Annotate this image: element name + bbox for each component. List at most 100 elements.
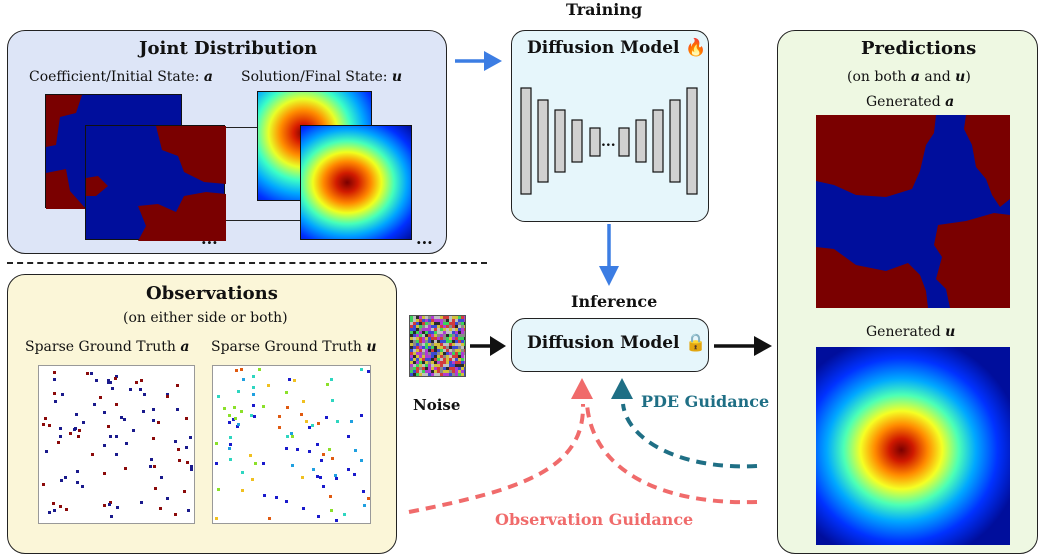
- sparse-u-dot: [237, 390, 240, 393]
- noise-pixel: [458, 370, 461, 373]
- noise-pixel: [452, 346, 455, 349]
- sparse-u-dot: [325, 416, 328, 419]
- noise-pixel: [464, 367, 465, 370]
- section-divider: [7, 262, 487, 264]
- noise-pixel: [434, 367, 437, 370]
- connector-line: [182, 127, 302, 128]
- sparse-a-dot: [157, 421, 160, 424]
- sparse-a-dot: [103, 411, 106, 414]
- noise-pixel: [461, 331, 464, 334]
- observation-guidance-curve-right: [585, 403, 758, 505]
- noise-pixel: [419, 349, 422, 352]
- noise-pixel: [413, 322, 416, 325]
- noise-pixel: [461, 328, 464, 331]
- sparse-u-dot: [228, 414, 231, 417]
- coefficient-field-back-pattern: [46, 95, 86, 209]
- noise-pixel: [428, 331, 431, 334]
- noise-pixel: [452, 352, 455, 355]
- generated-a-field: [816, 115, 1010, 308]
- noise-pixel: [461, 349, 464, 352]
- noise-pixel: [455, 361, 458, 364]
- sparse-u-dot: [291, 435, 294, 438]
- noise-pixel: [416, 364, 419, 367]
- sparse-a-dot: [125, 442, 128, 445]
- noise-pixel: [425, 328, 428, 331]
- noise-pixel: [443, 352, 446, 355]
- noise-pixel: [440, 346, 443, 349]
- noise-pixel: [461, 355, 464, 358]
- noise-pixel: [440, 328, 443, 331]
- sparse-u-dot: [215, 517, 218, 520]
- sparse-a-dot: [95, 379, 98, 382]
- noise-pixel: [425, 346, 428, 349]
- pde-guidance-head: [611, 378, 633, 399]
- noise-pixel: [449, 373, 452, 376]
- noise-pixel: [413, 364, 416, 367]
- noise-pixel: [416, 370, 419, 373]
- sparse-a-dot: [176, 408, 179, 411]
- noise-pixel: [434, 322, 437, 325]
- sparse-u-dot: [229, 443, 232, 446]
- pde-guidance-label: PDE Guidance: [641, 392, 770, 411]
- noise-pixel: [458, 319, 461, 322]
- noise-pixel: [446, 337, 449, 340]
- sparse-a-dot: [142, 410, 145, 413]
- sparse-a-dot: [123, 418, 126, 421]
- noise-pixel: [443, 367, 446, 370]
- noise-pixel: [428, 352, 431, 355]
- noise-pixel: [416, 316, 419, 319]
- sparse-u-dot: [354, 449, 357, 452]
- sparse-a-dot: [152, 419, 155, 422]
- noise-pixel: [437, 322, 440, 325]
- noise-pixel: [428, 337, 431, 340]
- sparse-u-dot: [262, 405, 265, 408]
- sparse-a-dot: [120, 416, 123, 419]
- noise-pixel: [455, 355, 458, 358]
- sparse-a-dot: [81, 485, 84, 488]
- noise-pixel: [437, 349, 440, 352]
- sparse-u-dot: [336, 420, 339, 423]
- noise-pixel: [446, 325, 449, 328]
- noise-pixel: [446, 328, 449, 331]
- sparse-a-dot: [185, 446, 188, 449]
- noise-pixel: [416, 331, 419, 334]
- sparse-a-dot: [115, 375, 118, 378]
- noise-pixel: [455, 325, 458, 328]
- noise-pixel: [443, 328, 446, 331]
- noise-pixel: [428, 322, 431, 325]
- sparse-u-dot: [311, 424, 314, 427]
- noise-pixel: [422, 367, 425, 370]
- observation-guidance-label: Observation Guidance: [495, 510, 694, 529]
- noise-pixel: [422, 343, 425, 346]
- sparse-u-dot: [301, 476, 304, 479]
- noise-pixel: [443, 316, 446, 319]
- noise-pixel: [422, 340, 425, 343]
- sparse-a-dot: [77, 435, 80, 438]
- noise-pixel: [446, 343, 449, 346]
- noise-pixel: [452, 337, 455, 340]
- noise-pixel: [428, 358, 431, 361]
- diffusion-model-inference: [511, 318, 709, 372]
- noise-pixel: [455, 340, 458, 343]
- noise-pixel: [410, 346, 413, 349]
- sparse-a-dot: [115, 435, 118, 438]
- sparse-u-dot: [367, 370, 370, 373]
- sparse-u-dot: [241, 471, 244, 474]
- noise-pixel: [431, 322, 434, 325]
- noise-pixel: [452, 364, 455, 367]
- noise-pixel: [461, 343, 464, 346]
- sparse-a-dot: [124, 467, 127, 470]
- noise-pixel: [431, 355, 434, 358]
- noise-pixel: [437, 364, 440, 367]
- sparse-u-dot: [252, 404, 255, 407]
- coefficient-label: Coefficient/Initial State: a: [29, 69, 213, 85]
- noise-pixel: [434, 355, 437, 358]
- sparse-a-dot: [61, 393, 64, 396]
- sparse-a-dot: [140, 379, 143, 382]
- noise-pixel: [437, 373, 440, 376]
- noise-pixel: [449, 319, 452, 322]
- sparse-a-dot: [166, 395, 169, 398]
- noise-pixel: [443, 340, 446, 343]
- sparse-u-dot: [360, 459, 363, 462]
- sparse-a-dot: [190, 468, 193, 471]
